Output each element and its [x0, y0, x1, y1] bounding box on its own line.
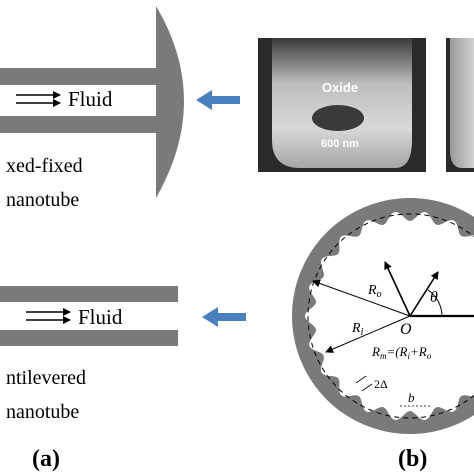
fixed-fixed-schematic: Fluid xed-fixed nanotube	[0, 6, 184, 211]
bottom-caption-line1: ntilevered	[6, 367, 86, 389]
bottom-flow-arrows	[26, 308, 71, 324]
delta-mark-1	[355, 375, 367, 384]
top-caption-line2: nanotube	[6, 189, 79, 211]
top-fluid-label: Fluid	[68, 87, 113, 111]
mean-radius-circle	[307, 213, 474, 419]
bottom-tube-upper-wall	[0, 286, 178, 302]
top-flow-arrows	[16, 91, 61, 107]
bottom-tube-lower-wall	[0, 330, 178, 346]
delta-label: 2Δ	[374, 377, 388, 391]
fixed-support	[156, 6, 184, 198]
b-label: b	[408, 390, 415, 405]
ri-label: Ri	[351, 321, 364, 338]
top-caption-line1: xed-fixed	[6, 155, 83, 177]
ro-line	[312, 279, 411, 317]
direction-arrow	[384, 261, 411, 317]
scale-label: 600 nm	[321, 138, 359, 150]
top-tube-upper-wall	[0, 68, 160, 85]
delta-mark-2	[361, 383, 373, 392]
theta-arc	[427, 289, 443, 317]
rm-label: Rm=(Ri+Ro	[371, 344, 432, 361]
panel-label-a: (a)	[32, 446, 60, 472]
oxide-label: Oxide	[322, 80, 358, 95]
corrugated-inner-wall	[305, 212, 474, 420]
bottom-blue-arrow	[202, 307, 246, 327]
panel-label-b: (b)	[398, 446, 427, 472]
direction-arrow-2	[409, 271, 439, 317]
cross-section-diagram: Ro Ri θ O Rm=(Ri+Ro 2Δ b	[292, 198, 474, 434]
sem-micrograph: Oxide 600 nm	[258, 38, 474, 172]
top-blue-arrow	[196, 90, 240, 110]
top-tube-lower-wall	[0, 116, 160, 133]
bottom-caption-line2: nanotube	[6, 401, 79, 423]
ri-line	[325, 315, 411, 353]
cantilevered-schematic: Fluid ntilevered nanotube	[0, 286, 178, 423]
theta-label: θ	[430, 289, 438, 306]
ro-label: Ro	[367, 283, 382, 300]
bottom-fluid-label: Fluid	[78, 305, 123, 329]
center-label: O	[400, 321, 412, 338]
